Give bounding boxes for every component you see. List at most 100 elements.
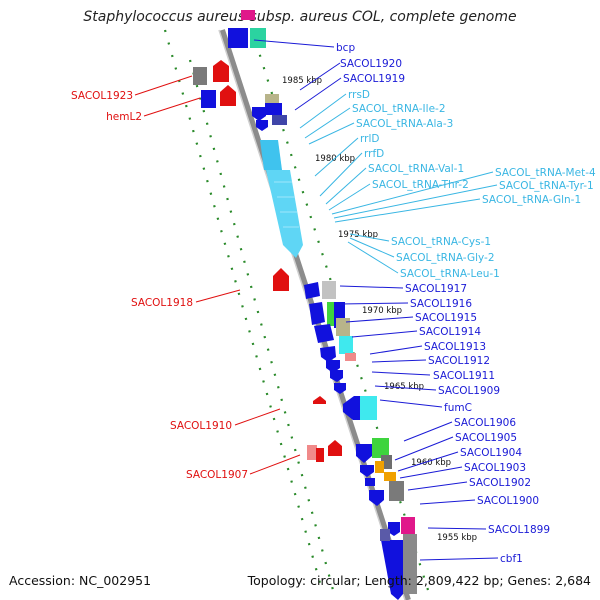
callout-cbf1: [419, 557, 499, 561]
callout-sacol1900: [419, 499, 476, 505]
label-sacol1916: SACOL1916: [410, 298, 472, 310]
scale-1985: 1985 kbp: [282, 76, 322, 86]
callout-trna-ala-3: [308, 122, 355, 145]
label-sacol1900: SACOL1900: [477, 495, 539, 507]
feature-sacol1916: [309, 302, 325, 325]
callout-trna-val-1: [325, 167, 367, 205]
label-sacol1915: SACOL1915: [415, 312, 477, 324]
label-sacol1902: SACOL1902: [469, 477, 531, 489]
feature-sacol1915-blue: [334, 302, 345, 328]
label-sacol1920: SACOL1920: [340, 58, 402, 70]
feature-sacol1920: [250, 28, 266, 48]
label-sacol1912: SACOL1912: [428, 355, 490, 367]
feature-sacol1907-red: [316, 448, 324, 462]
callout-sacol1912: [371, 359, 427, 363]
labels-rna: rrsD SACOL_tRNA-Ile-2 SACOL_tRNA-Ala-3 r…: [348, 89, 596, 280]
feature-sacol1910: [313, 396, 326, 404]
label-heml2: hemL2: [106, 111, 142, 123]
callout-trna-tyr-1: [333, 184, 498, 219]
label-rrsd: rrsD: [348, 89, 370, 101]
label-sacol1913: SACOL1913: [424, 341, 486, 353]
feature-sacol1914: [314, 324, 334, 343]
feature-bcp: [228, 28, 248, 48]
feature-sacol1913: [339, 336, 353, 354]
label-trna-leu-1: SACOL_tRNA-Leu-1: [400, 268, 500, 280]
callout-trna-gly-2: [349, 237, 395, 258]
forward-features: [228, 10, 417, 600]
callout-fumc: [379, 399, 443, 408]
label-sacol1904: SACOL1904: [460, 447, 522, 459]
label-sacol1910: SACOL1910: [170, 420, 232, 432]
scale-1955: 1955 kbp: [437, 533, 477, 543]
callout-sacol1902: [407, 481, 468, 491]
label-trna-gln-1: SACOL_tRNA-Gln-1: [482, 194, 581, 206]
callout-heml2: [143, 97, 201, 117]
gc-track-inner: [188, 59, 335, 591]
callout-trna-ile-2: [304, 107, 351, 139]
feature-cbf1: [381, 540, 403, 600]
label-sacol1923: SACOL1923: [71, 90, 133, 102]
label-rrfd: rrfD: [364, 148, 384, 160]
label-trna-thr-2: SACOL_tRNA-Thr-2: [372, 179, 469, 191]
callout-sacol1913: [369, 345, 423, 355]
feature-rrsd-blue: [265, 103, 282, 115]
label-trna-val-1: SACOL_tRNA-Val-1: [368, 163, 464, 175]
scale-1980: 1980 kbp: [315, 154, 355, 164]
label-sacol1909: SACOL1909: [438, 385, 500, 397]
callout-sacol1919: [294, 77, 342, 111]
callout-sacol1915: [345, 316, 414, 323]
labels-forward: bcp SACOL1920 SACOL1919 SACOL1917 SACOL1…: [336, 42, 550, 565]
feature-arrow-2: [256, 120, 268, 131]
feature-arrow-4: [388, 522, 400, 536]
feature-sacol1918: [273, 268, 289, 291]
callout-sacol1911: [371, 371, 431, 376]
label-sacol1911: SACOL1911: [433, 370, 495, 382]
label-trna-tyr-1: SACOL_tRNA-Tyr-1: [499, 180, 594, 192]
label-fumc: fumC: [444, 402, 472, 414]
label-sacol1918: SACOL1918: [131, 297, 193, 309]
label-sacol1914: SACOL1914: [419, 326, 481, 338]
label-trna-met-4: SACOL_tRNA-Met-4: [495, 167, 596, 179]
feature-sacol1899-navy: [380, 529, 390, 541]
label-bcp: bcp: [336, 42, 355, 54]
callout-rrld: [314, 137, 359, 177]
reverse-features: [193, 60, 342, 462]
label-sacol1903: SACOL1903: [464, 462, 526, 474]
feature-sacol1907-pink: [307, 445, 317, 460]
callout-sacol1899: [427, 527, 487, 530]
label-trna-gly-2: SACOL_tRNA-Gly-2: [396, 252, 495, 264]
callout-rrfd: [319, 152, 363, 197]
feature-sacol1906: [356, 444, 372, 463]
label-sacol1905: SACOL1905: [455, 432, 517, 444]
label-sacol1919: SACOL1919: [343, 73, 405, 85]
label-sacol1907: SACOL1907: [186, 469, 248, 481]
feature-sacol1923: [213, 60, 229, 82]
feature-rrsd-navy: [272, 115, 287, 125]
accession-text: Accession: NC_002951: [9, 573, 152, 588]
callout-trna-leu-1: [347, 241, 399, 274]
map-title: Staphylococcus aureus subsp. aureus COL,…: [83, 9, 517, 25]
feature-top-pink: [241, 10, 255, 20]
feature-sacol1915-green: [327, 302, 334, 326]
callout-bcp: [253, 39, 335, 48]
gc-track-outer: [163, 29, 324, 591]
callout-sacol1917: [339, 285, 404, 289]
label-rrld: rrlD: [360, 133, 379, 145]
feature-sacol1907: [328, 440, 342, 456]
callout-sacol1909: [374, 385, 437, 391]
feature-sacol1909: [334, 383, 346, 394]
callout-sacol1920: [299, 62, 341, 91]
callout-sacol1905: [394, 436, 454, 461]
feature-sacol1913-pink: [345, 353, 356, 361]
label-sacol1899: SACOL1899: [488, 524, 550, 536]
label-trna-ile-2: SACOL_tRNA-Ile-2: [352, 103, 446, 115]
callout-trna-met-4: [331, 171, 494, 215]
callout-sacol1916: [339, 302, 409, 305]
feature-sacol1900: [369, 490, 384, 506]
feature-sacol1917: [304, 282, 320, 299]
feature-fumc: [343, 396, 363, 420]
callout-rrsd: [299, 93, 347, 129]
feature-sacol1914-khaki: [336, 318, 350, 336]
callout-sacol1907: [249, 454, 301, 475]
